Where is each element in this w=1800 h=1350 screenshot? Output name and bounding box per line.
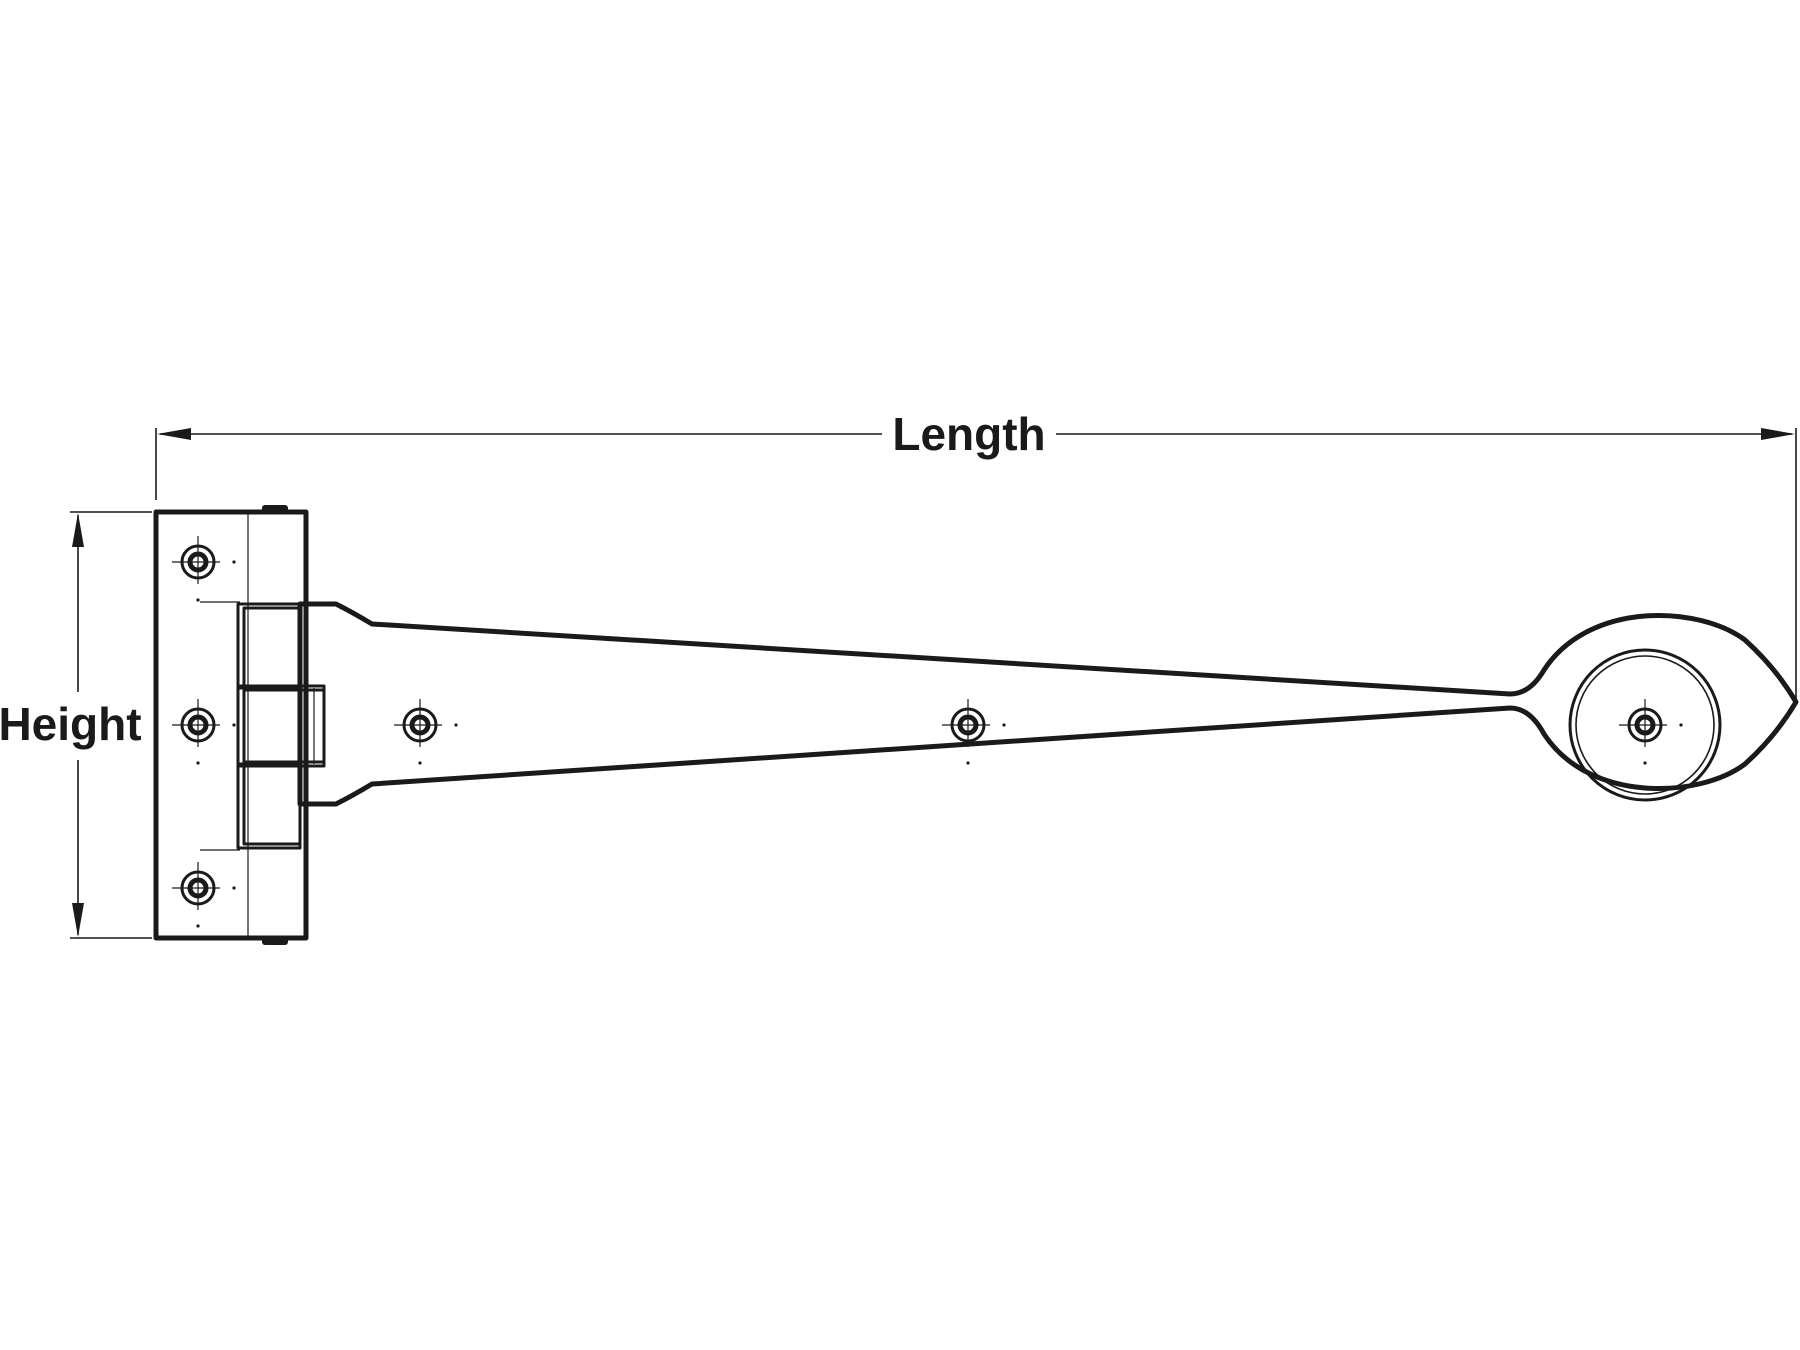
screw-hole-icon: [172, 862, 236, 928]
length-arrow-right: [1761, 428, 1795, 440]
hinge-strap: [297, 601, 1799, 807]
screw-hole-icon: [172, 536, 236, 602]
screw-hole-icon: [1619, 699, 1683, 765]
height-dimension: Height: [0, 511, 152, 939]
length-label: Length: [892, 408, 1045, 460]
length-dimension: Length: [155, 408, 1797, 700]
spear-boss: [1568, 648, 1722, 802]
screw-hole-icon: [172, 699, 236, 765]
height-arrow-top: [72, 513, 84, 547]
height-label: Height: [0, 698, 142, 750]
height-arrow-bottom: [72, 903, 84, 937]
knuckle-cap-top: [262, 505, 288, 514]
hinge-base-plate: [153, 505, 309, 945]
screw-hole-icon: [394, 699, 458, 765]
knuckle-cap-bottom: [262, 936, 288, 945]
screw-hole-icon: [942, 699, 1006, 765]
length-arrow-left: [157, 428, 191, 440]
screw-holes: [172, 536, 1683, 928]
